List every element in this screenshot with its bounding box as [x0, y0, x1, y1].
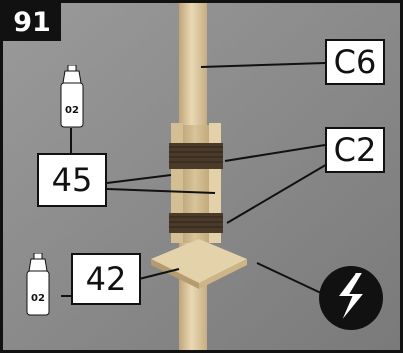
paint-label-42: 42 [71, 253, 141, 305]
upper-thread-wrap [169, 143, 223, 169]
leader-lines [61, 62, 330, 297]
base-plate [151, 239, 247, 283]
paint-label-45: 45 [37, 153, 107, 207]
paint-bottle-icon: 02 [57, 64, 87, 129]
paint-bottle-number: 02 [65, 105, 79, 116]
step-number-badge: 91 [3, 3, 61, 41]
paint-bottle-number: 02 [31, 293, 45, 304]
part-label-c6: C6 [325, 39, 385, 85]
glue-lightning-icon [319, 266, 383, 330]
paint-bottle-icon: 02 [23, 252, 53, 317]
lower-thread-wrap [169, 213, 223, 233]
part-label-c2: C2 [325, 127, 385, 173]
